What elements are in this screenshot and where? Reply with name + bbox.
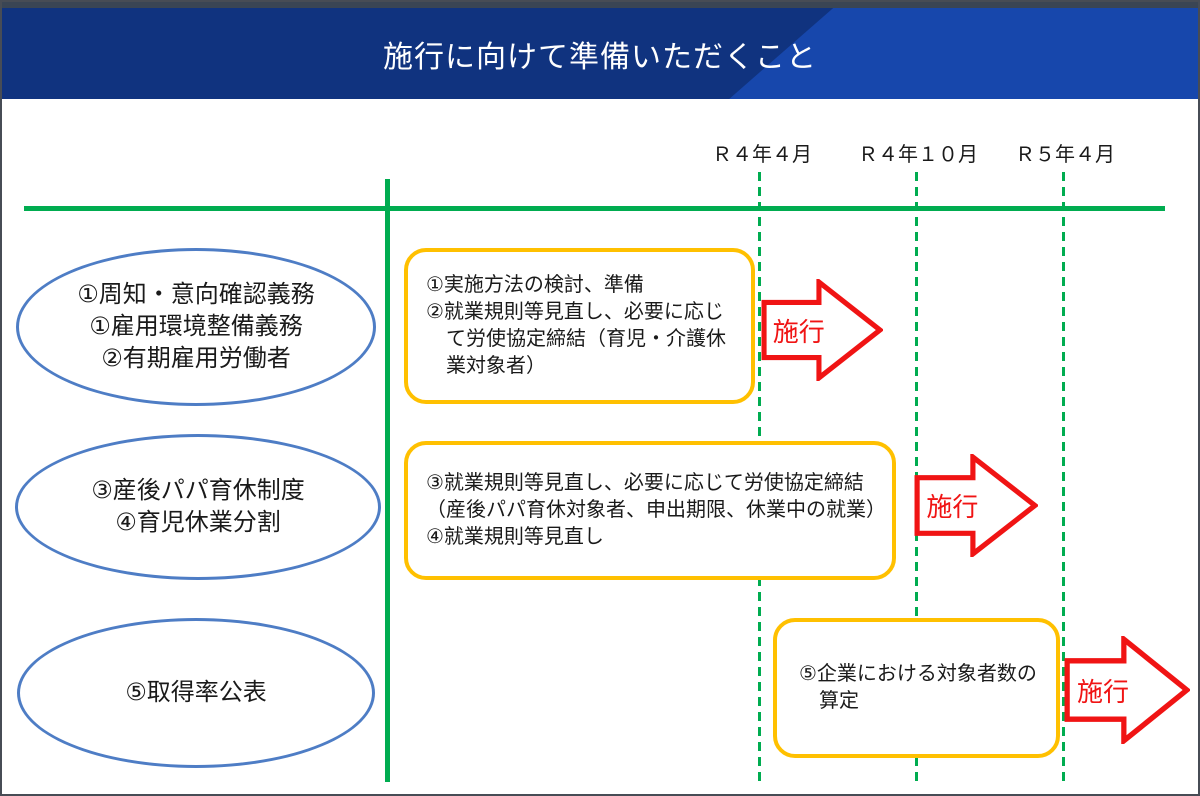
timeline-vertical-line [385,179,390,782]
gridline-r5-april [1062,172,1065,784]
enforcement-label: 施行 [1077,676,1130,707]
right-arrow-icon [761,279,883,381]
ellipse-row2-text: ③産後パパ育休制度 ④育児休業分割 [91,477,305,536]
ellipse-row3-text: ⑤取得率公表 [125,679,267,707]
right-arrow-icon [914,454,1038,557]
enforcement-arrow-row2: 施行 [914,454,1038,557]
task-box-row2: ③就業規則等見直し、必要に応じて労使協定締結 （産後パパ育休対象者、申出期限、休… [404,441,896,580]
ellipse-row1-obligations: ①周知・意向確認義務 ①雇用環境整備義務 ②有期雇用労働者 [16,248,376,406]
ellipse-row2-papa-leave: ③産後パパ育休制度 ④育児休業分割 [15,434,381,580]
ellipse-row3-disclosure: ⑤取得率公表 [17,618,375,768]
task-box-row3: ⑤企業における対象者数の 算定 [773,618,1060,758]
header-banner: 施行に向けて準備いただくこと [2,8,1198,99]
enforcement-label: 施行 [926,492,979,522]
timeline-date-r4-april: Ｒ４年４月 [712,144,812,166]
task-box-row1: ①実施方法の検討、準備 ②就業規則等見直し、必要に応じ て労使協定締結（育児・介… [404,248,755,404]
header-top-strip [2,2,1198,8]
page-title: 施行に向けて準備いただくこと [383,40,817,74]
enforcement-arrow-row3: 施行 [1064,636,1190,744]
header-diagonal-decoration [2,8,834,99]
enforcement-arrow-row1: 施行 [761,279,883,381]
enforcement-label: 施行 [772,316,825,347]
timeline-horizontal-line [24,206,1165,211]
timeline-date-r4-october: Ｒ４年１０月 [858,144,978,166]
timeline-date-r5-april: Ｒ５年４月 [1015,144,1115,166]
right-arrow-icon [1064,636,1190,744]
ellipse-row1-text: ①周知・意向確認義務 ①雇用環境整備義務 ②有期雇用労働者 [77,281,315,372]
